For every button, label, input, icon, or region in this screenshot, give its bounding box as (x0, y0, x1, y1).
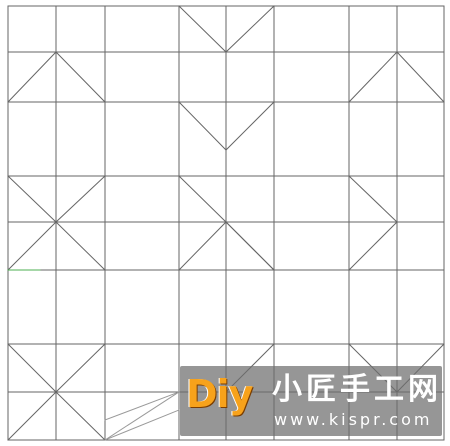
crease-line-31 (178, 221, 227, 271)
crease-line-34 (348, 175, 398, 223)
crease-line-44 (104, 391, 180, 441)
crease-line-19 (225, 5, 275, 53)
crease-line-22 (7, 51, 57, 103)
crease-line-26 (7, 175, 57, 223)
crease-line-46 (104, 391, 180, 421)
site-watermark: Diy 小匠手工网 www.kispr.com (180, 366, 442, 436)
crease-line-18 (178, 5, 227, 53)
crease-line-38 (7, 343, 57, 393)
crease-line-40 (7, 391, 57, 441)
crease-line-36 (225, 221, 275, 271)
crease-line-25 (396, 51, 445, 103)
crease-line-35 (348, 221, 398, 271)
watermark-title: 小匠手工网 (272, 372, 442, 407)
crease-line-23 (55, 51, 106, 103)
crease-line-39 (55, 343, 106, 393)
crease-line-45 (104, 409, 180, 441)
crease-line-24 (348, 51, 398, 103)
crease-line-21 (225, 101, 275, 151)
watermark-url: www.kispr.com (274, 410, 433, 429)
crease-line-41 (55, 391, 106, 441)
diy-logo: Diy (186, 372, 253, 416)
crease-line-28 (7, 221, 57, 271)
crease-line-29 (55, 221, 106, 271)
crease-line-30 (178, 175, 227, 223)
crease-line-27 (55, 175, 106, 223)
crease-line-20 (178, 101, 227, 151)
